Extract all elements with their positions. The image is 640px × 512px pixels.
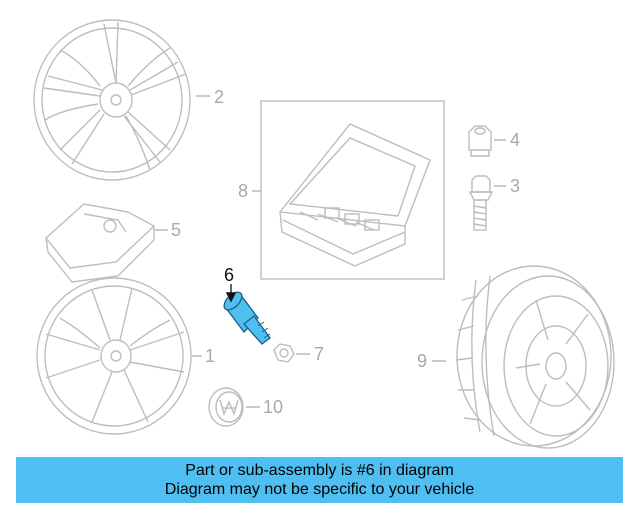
tire-drawing	[455, 265, 615, 449]
callout-6: 6	[224, 265, 234, 285]
banner-line-part: Part or sub-assembly is #6 in diagram	[185, 462, 454, 479]
banner-line-disclaimer: Diagram may not be specific to your vehi…	[164, 481, 475, 498]
tpms-sensor-drawing	[45, 203, 156, 283]
callout-2: 2	[214, 87, 224, 107]
info-banner: Part or sub-assembly is #6 in diagram Di…	[16, 457, 623, 503]
center-cap-drawing	[208, 387, 244, 427]
callout-5: 5	[171, 220, 181, 240]
callout-9: 9	[417, 351, 427, 371]
tool-kit-drawing	[260, 100, 445, 280]
valve-stem-drawing	[223, 291, 271, 345]
callout-4: 4	[510, 130, 520, 150]
valve-nut-drawing	[273, 343, 295, 363]
callout-8: 8	[238, 181, 248, 201]
callout-7: 7	[314, 344, 324, 364]
callout-3: 3	[510, 176, 520, 196]
wheel-upper-drawing	[33, 19, 191, 181]
bolt-cap-drawing	[468, 125, 492, 157]
wheel-lower-drawing	[36, 277, 192, 435]
callout-1: 1	[205, 346, 215, 366]
callout-10: 10	[263, 397, 283, 417]
wheel-bolt-drawing	[468, 175, 494, 231]
